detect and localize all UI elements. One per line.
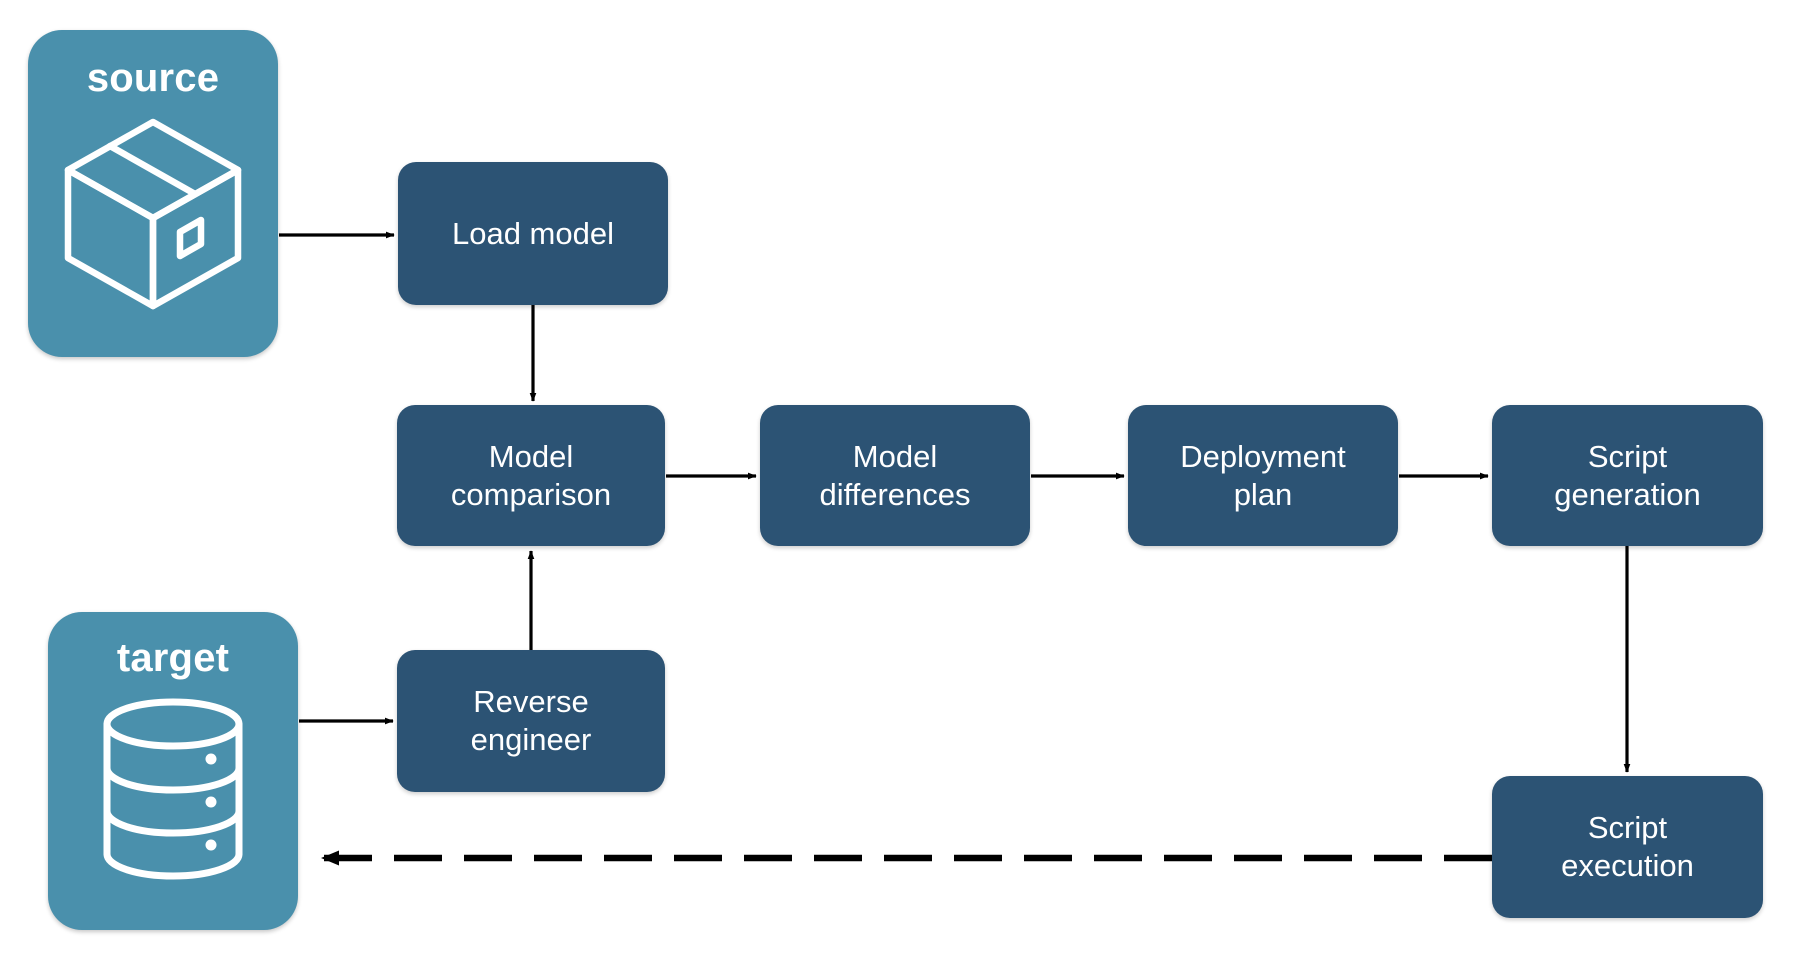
process-script-generation[interactable]: Script generation [1492,405,1763,546]
process-deployment-plan[interactable]: Deployment plan [1128,405,1398,546]
process-model-comparison-label: Model comparison [450,438,612,512]
node-source[interactable]: source [28,30,278,357]
process-model-differences[interactable]: Model differences [760,405,1030,546]
process-deployment-plan-label: Deployment plan [1180,438,1346,512]
process-script-generation-label: Script generation [1554,438,1701,512]
node-source-label: source [86,56,220,100]
node-target[interactable]: target [48,612,298,930]
node-target-label: target [116,636,230,680]
process-script-execution[interactable]: Script execution [1492,776,1763,918]
database-cylinder-icon [97,696,249,887]
process-load-model-label: Load model [451,215,614,251]
process-model-comparison[interactable]: Model comparison [397,405,665,546]
process-reverse-engineer[interactable]: Reverse engineer [397,650,665,792]
process-load-model[interactable]: Load model [398,162,668,305]
process-script-execution-label: Script execution [1561,810,1694,883]
package-box-icon [60,114,246,319]
process-model-differences-label: Model differences [819,438,971,512]
process-reverse-engineer-label: Reverse engineer [470,684,592,757]
